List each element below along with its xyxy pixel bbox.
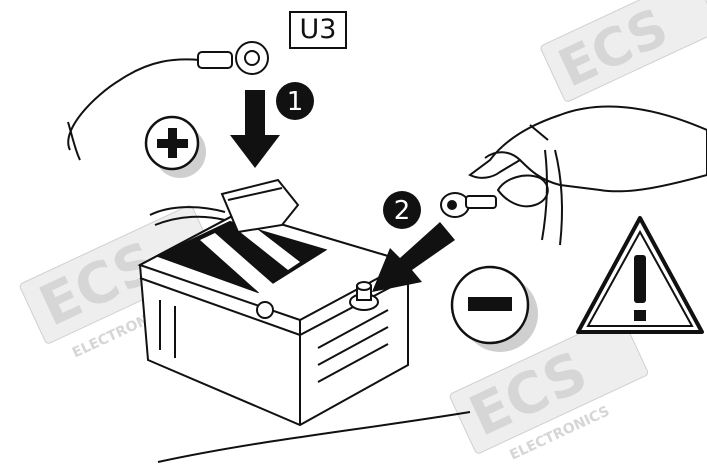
negative-clamp-icon xyxy=(441,193,496,217)
ground-line xyxy=(158,412,470,462)
step-1-number: 1 xyxy=(287,87,304,117)
terminal-label-u3: U3 xyxy=(289,11,347,49)
positive-cable-end xyxy=(68,122,80,160)
negative-icon xyxy=(452,267,538,352)
positive-icon xyxy=(146,117,206,178)
hand-icon xyxy=(470,107,707,245)
ring-terminal-icon xyxy=(198,42,268,74)
step-2-number: 2 xyxy=(394,196,411,226)
warning-triangle-icon xyxy=(578,218,702,332)
arrow-down-icon xyxy=(230,90,280,168)
watermark-logos: ECS ECS ELECTRONICS ECS ELECTRONICS xyxy=(19,0,707,466)
svg-text:ECS: ECS xyxy=(550,0,677,99)
